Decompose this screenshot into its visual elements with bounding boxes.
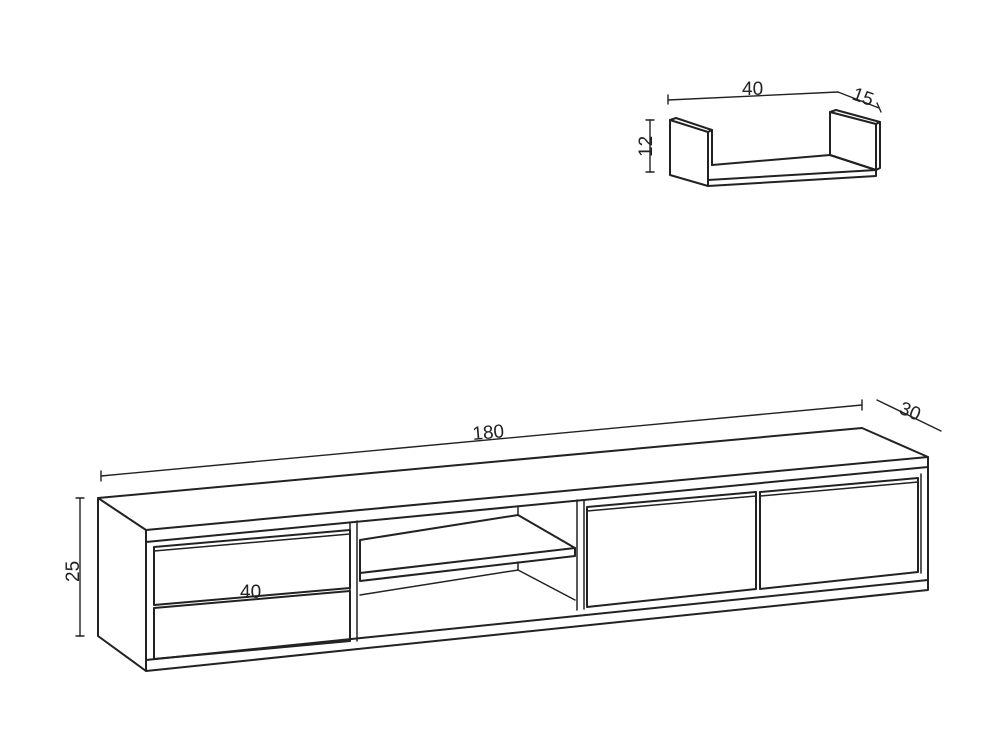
shelf-right-panel-top [829,109,881,125]
middle-open-compartment [359,499,585,611]
right-door-section [586,473,922,608]
tv-unit [97,427,929,672]
tv-unit-bottom-edge [145,579,929,661]
middle-shelf-front [359,547,576,582]
shelf-bottom-front [707,169,877,187]
drawer-width-label: 40 [240,582,261,603]
shelf-height-label: 12 [636,136,657,157]
tv-unit-dimensions: 180 30 25 40 [63,398,942,637]
shelf-left-panel [669,119,709,187]
lower-drawer-front [153,590,351,660]
left-drawer-section [153,520,358,660]
upper-drawer-handle[interactable] [153,533,351,552]
tv-depth-label: 30 [896,398,923,425]
shelf-right-panel-edge [875,121,881,171]
shelf-dimensions: 40 15 12 [636,79,882,173]
upper-drawer-front [153,529,351,606]
left-door-front [586,491,757,608]
shelf-left-panel-top [669,117,713,133]
shelf-bottom-board [707,154,877,181]
shelf-width-line [667,91,839,101]
tv-unit-left-side [97,497,147,672]
shelf-width-label: 40 [742,79,763,100]
tv-width-line [100,404,863,477]
left-door-handle[interactable] [586,495,757,512]
shelf-depth-label: 15 [849,84,876,111]
tv-width-label: 180 [472,421,505,445]
shelf-depth-line [837,91,880,109]
shelf-depth-tick-right [876,102,882,113]
tv-unit-bottom-front [145,579,929,672]
middle-back-lower [359,569,576,601]
middle-shelf-board [359,514,576,574]
shelf-right-panel [829,111,877,171]
tv-unit-top-front-edge [145,456,929,543]
wall-shelf [669,109,881,187]
right-door-front [759,477,919,590]
tv-height-label: 25 [63,561,84,582]
right-door-handle[interactable] [759,481,919,497]
tv-depth-line [876,399,942,432]
